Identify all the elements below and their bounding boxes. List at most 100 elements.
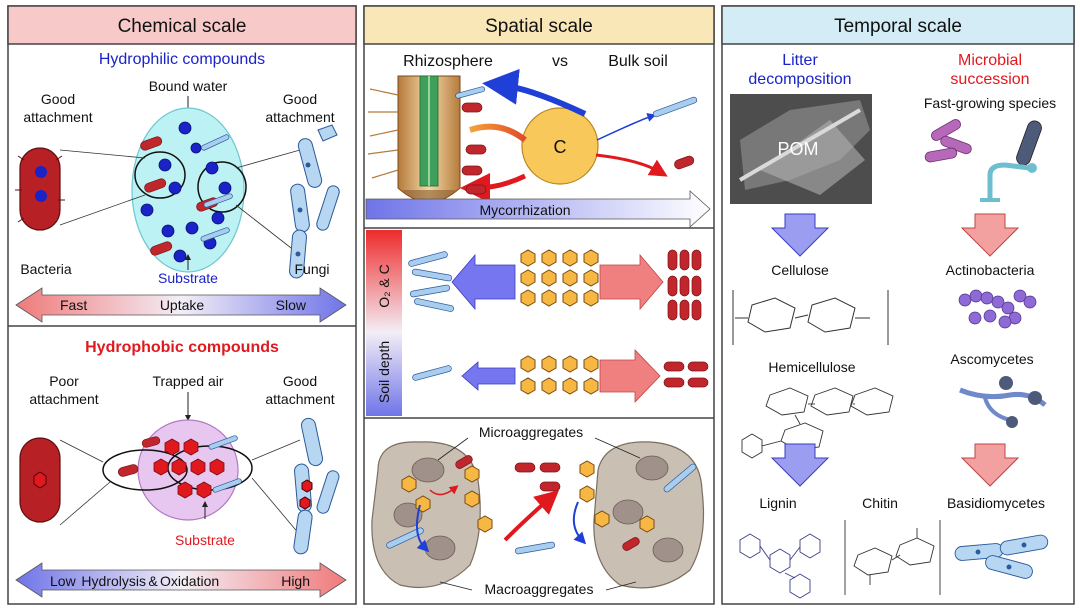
poor-attachment-label: Poor bbox=[49, 373, 79, 389]
temporal-title: Temporal scale bbox=[834, 16, 962, 37]
oxidation-high-label: High bbox=[281, 573, 310, 589]
microaggregates bbox=[393, 455, 684, 563]
hemicellulose-label: Hemicellulose bbox=[768, 359, 855, 375]
hydrophilic-heading: Hydrophilic compounds bbox=[99, 51, 265, 68]
succession-arrow-2 bbox=[960, 443, 1020, 487]
hydrophobic-bacteria bbox=[117, 436, 161, 477]
litter-arrow-1 bbox=[770, 213, 830, 257]
vs-label: vs bbox=[552, 53, 568, 70]
basidiomycetes-icon bbox=[954, 534, 1049, 579]
hydrophobic-heading: Hydrophobic compounds bbox=[85, 339, 279, 356]
uptake-arrow bbox=[15, 287, 347, 323]
fungi-label: Fungi bbox=[294, 261, 329, 277]
aggregate-bacteria bbox=[455, 455, 640, 551]
bulk-soil-label: Bulk soil bbox=[608, 53, 668, 70]
fungal-hypha-icon-2 bbox=[293, 417, 340, 555]
mycorrhization-arrow bbox=[365, 190, 711, 228]
rhizo-bacteria bbox=[461, 102, 695, 195]
uptake-label: Uptake bbox=[160, 297, 205, 313]
carbon-label: C bbox=[554, 137, 567, 157]
bacteria-arrow-top bbox=[599, 253, 664, 311]
bacteria-cell-icon-2 bbox=[19, 437, 61, 523]
lignin-label: Lignin bbox=[759, 495, 796, 511]
hydrolysis-arrow bbox=[15, 562, 347, 598]
good-attachment-right: Good bbox=[283, 91, 317, 107]
spatial-header bbox=[363, 5, 715, 45]
uptake-slow-label: Slow bbox=[276, 297, 307, 313]
hydrophobic-hyphae bbox=[208, 435, 242, 493]
aggregate-red-arrow bbox=[503, 490, 560, 542]
svg-text:attachment: attachment bbox=[23, 109, 92, 125]
mycorrhization-label: Mycorrhization bbox=[479, 202, 570, 218]
hexagon-row-bottom bbox=[520, 355, 599, 395]
rhizosphere-label: Rhizosphere bbox=[403, 53, 493, 70]
pom-micrograph: POM bbox=[730, 94, 872, 204]
hydrolysis-label: Hydrolysis bbox=[81, 573, 146, 589]
microaggregates-label: Microaggregates bbox=[479, 424, 583, 440]
good-attachment-hydrophobic: Good bbox=[283, 373, 317, 389]
macroaggregates-label: Macroaggregates bbox=[485, 581, 594, 597]
depth-hyphae-top bbox=[408, 251, 454, 312]
substrate-label-blue: Substrate bbox=[158, 270, 218, 286]
depth-hyphae-bottom bbox=[412, 365, 452, 381]
fungi-arrow-bottom bbox=[461, 361, 516, 391]
hemicellulose-structure bbox=[741, 387, 894, 459]
fungal-hypha-icon bbox=[289, 124, 340, 279]
temporal-panel: Temporal scale Litter decomposition Micr… bbox=[721, 5, 1075, 605]
actinobacteria-icon bbox=[958, 289, 1037, 329]
litter-label: Litter bbox=[782, 52, 818, 69]
rhizo-hyphae bbox=[455, 86, 698, 118]
soil-depth-label: Soil depth bbox=[376, 341, 392, 403]
carbon-to-fungi-arrow bbox=[482, 68, 587, 117]
fast-growing-label: Fast-growing species bbox=[924, 95, 1056, 111]
ascomycetes-icon bbox=[959, 376, 1047, 428]
chemical-title: Chemical scale bbox=[118, 16, 247, 37]
hexagon-grid-top bbox=[520, 249, 599, 307]
substrate-label-red: Substrate bbox=[175, 532, 235, 548]
ampersand-label: & bbox=[148, 573, 158, 589]
svg-text:attachment: attachment bbox=[265, 391, 334, 407]
chitin-structure bbox=[844, 520, 941, 595]
cellulose-label: Cellulose bbox=[771, 262, 829, 278]
litter-arrow-2 bbox=[770, 443, 830, 487]
aggregate-hyphae bbox=[386, 463, 697, 555]
bacteria-label: Bacteria bbox=[20, 261, 72, 277]
hydrophobic-hexagons bbox=[153, 438, 225, 499]
bound-water-bubble bbox=[131, 107, 245, 273]
oxidation-label: Oxidation bbox=[160, 573, 219, 589]
svg-text:attachment: attachment bbox=[29, 391, 98, 407]
chitin-label: Chitin bbox=[862, 495, 898, 511]
bound-water-label: Bound water bbox=[149, 78, 228, 94]
uptake-fast-label: Fast bbox=[60, 297, 87, 313]
small-hyphae bbox=[200, 134, 233, 242]
aggregate-hexagons bbox=[401, 460, 655, 533]
bacteria-cell-icon bbox=[15, 147, 65, 231]
depth-bacteria-top bbox=[667, 249, 702, 321]
fungi-arrow-top bbox=[451, 253, 516, 311]
temporal-header bbox=[721, 5, 1075, 45]
pom-label: POM bbox=[777, 139, 818, 159]
trapped-air-label: Trapped air bbox=[152, 373, 223, 389]
ascomycetes-label: Ascomycetes bbox=[950, 351, 1033, 367]
carbon-pool-circle bbox=[521, 107, 599, 185]
spatial-panel: Spatial scale Rhizosphere vs Bulk soil C bbox=[363, 5, 715, 605]
lignin-structure bbox=[739, 533, 821, 599]
fast-growing-bacteria-icon bbox=[924, 119, 1042, 202]
microbial-label: Microbial bbox=[958, 52, 1022, 69]
cellulose-structure bbox=[732, 290, 889, 345]
bacteria-arrow-bottom bbox=[599, 349, 661, 403]
chemical-header bbox=[7, 5, 357, 45]
depth-bacteria-bottom bbox=[663, 361, 709, 388]
spatial-title: Spatial scale bbox=[485, 16, 593, 37]
good-attachment-left: Good bbox=[41, 91, 75, 107]
basidiomycetes-label: Basidiomycetes bbox=[947, 495, 1045, 511]
hydrolysis-low-label: Low bbox=[50, 573, 77, 589]
succession-arrow-1 bbox=[960, 213, 1020, 257]
svg-text:succession: succession bbox=[950, 71, 1029, 88]
svg-text:decomposition: decomposition bbox=[748, 71, 851, 88]
chemical-panel: Chemical scale Hydrophilic compounds Bou… bbox=[7, 5, 357, 605]
soil-depth-gradient bbox=[366, 230, 402, 416]
actinobacteria-label: Actinobacteria bbox=[946, 262, 1035, 278]
